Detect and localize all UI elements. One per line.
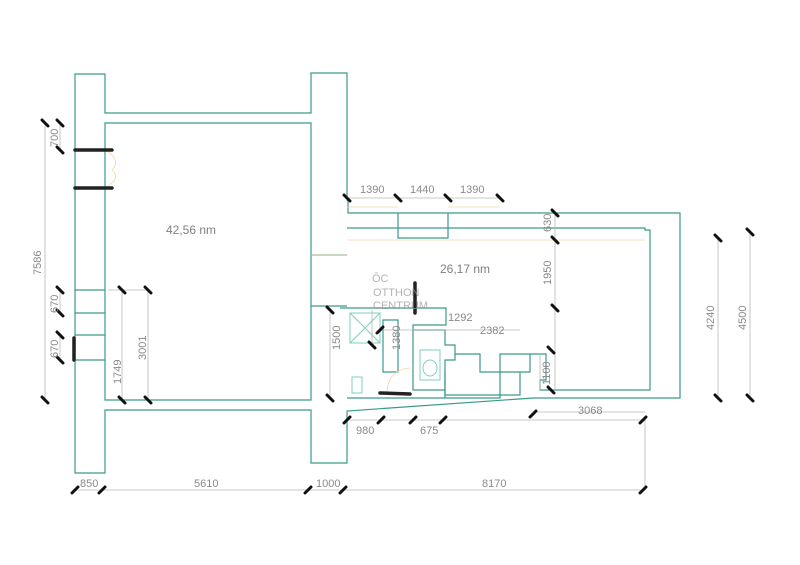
dim-2382: 2382 <box>480 325 504 337</box>
dim-1100: 1100 <box>541 361 553 385</box>
dim-4240: 4240 <box>705 306 717 330</box>
dim-8170: 8170 <box>482 478 506 490</box>
dim-top-3: 1390 <box>460 184 484 196</box>
dimension-ticks <box>40 118 755 495</box>
windows <box>72 148 417 396</box>
dimension-lines <box>44 123 751 491</box>
dim-670-b: 670 <box>49 340 61 358</box>
room-area-living: 42,56 nm <box>166 223 216 237</box>
door-swings <box>104 149 645 393</box>
dim-700: 700 <box>49 129 61 147</box>
dim-850: 850 <box>80 478 98 490</box>
dim-1500: 1500 <box>331 326 343 350</box>
watermark-mark: ÔC <box>372 272 389 285</box>
dim-top-1: 1390 <box>360 184 384 196</box>
room-area-kitchen: 26,17 nm <box>440 262 490 276</box>
dim-1292: 1292 <box>448 312 472 324</box>
dim-1950: 1950 <box>542 261 554 285</box>
dim-7586: 7586 <box>32 251 44 275</box>
watermark-line1: OTTHON <box>373 287 419 299</box>
dim-1000: 1000 <box>316 478 340 490</box>
dim-675: 675 <box>420 425 438 437</box>
dim-3001: 3001 <box>137 336 149 360</box>
otthon-centrum-watermark: ÔC OTTHON CENTRUM <box>372 272 428 312</box>
dim-1749: 1749 <box>112 360 124 384</box>
dim-670-a: 670 <box>49 295 61 313</box>
dim-630: 630 <box>542 214 554 232</box>
dim-top-2: 1440 <box>410 184 434 196</box>
dim-5610: 5610 <box>194 478 218 490</box>
dim-4500: 4500 <box>737 306 749 330</box>
dim-1380: 1380 <box>391 326 403 350</box>
watermark-line2: CENTRUM <box>373 300 428 312</box>
dim-980: 980 <box>356 425 374 437</box>
dim-3068: 3068 <box>578 405 602 417</box>
